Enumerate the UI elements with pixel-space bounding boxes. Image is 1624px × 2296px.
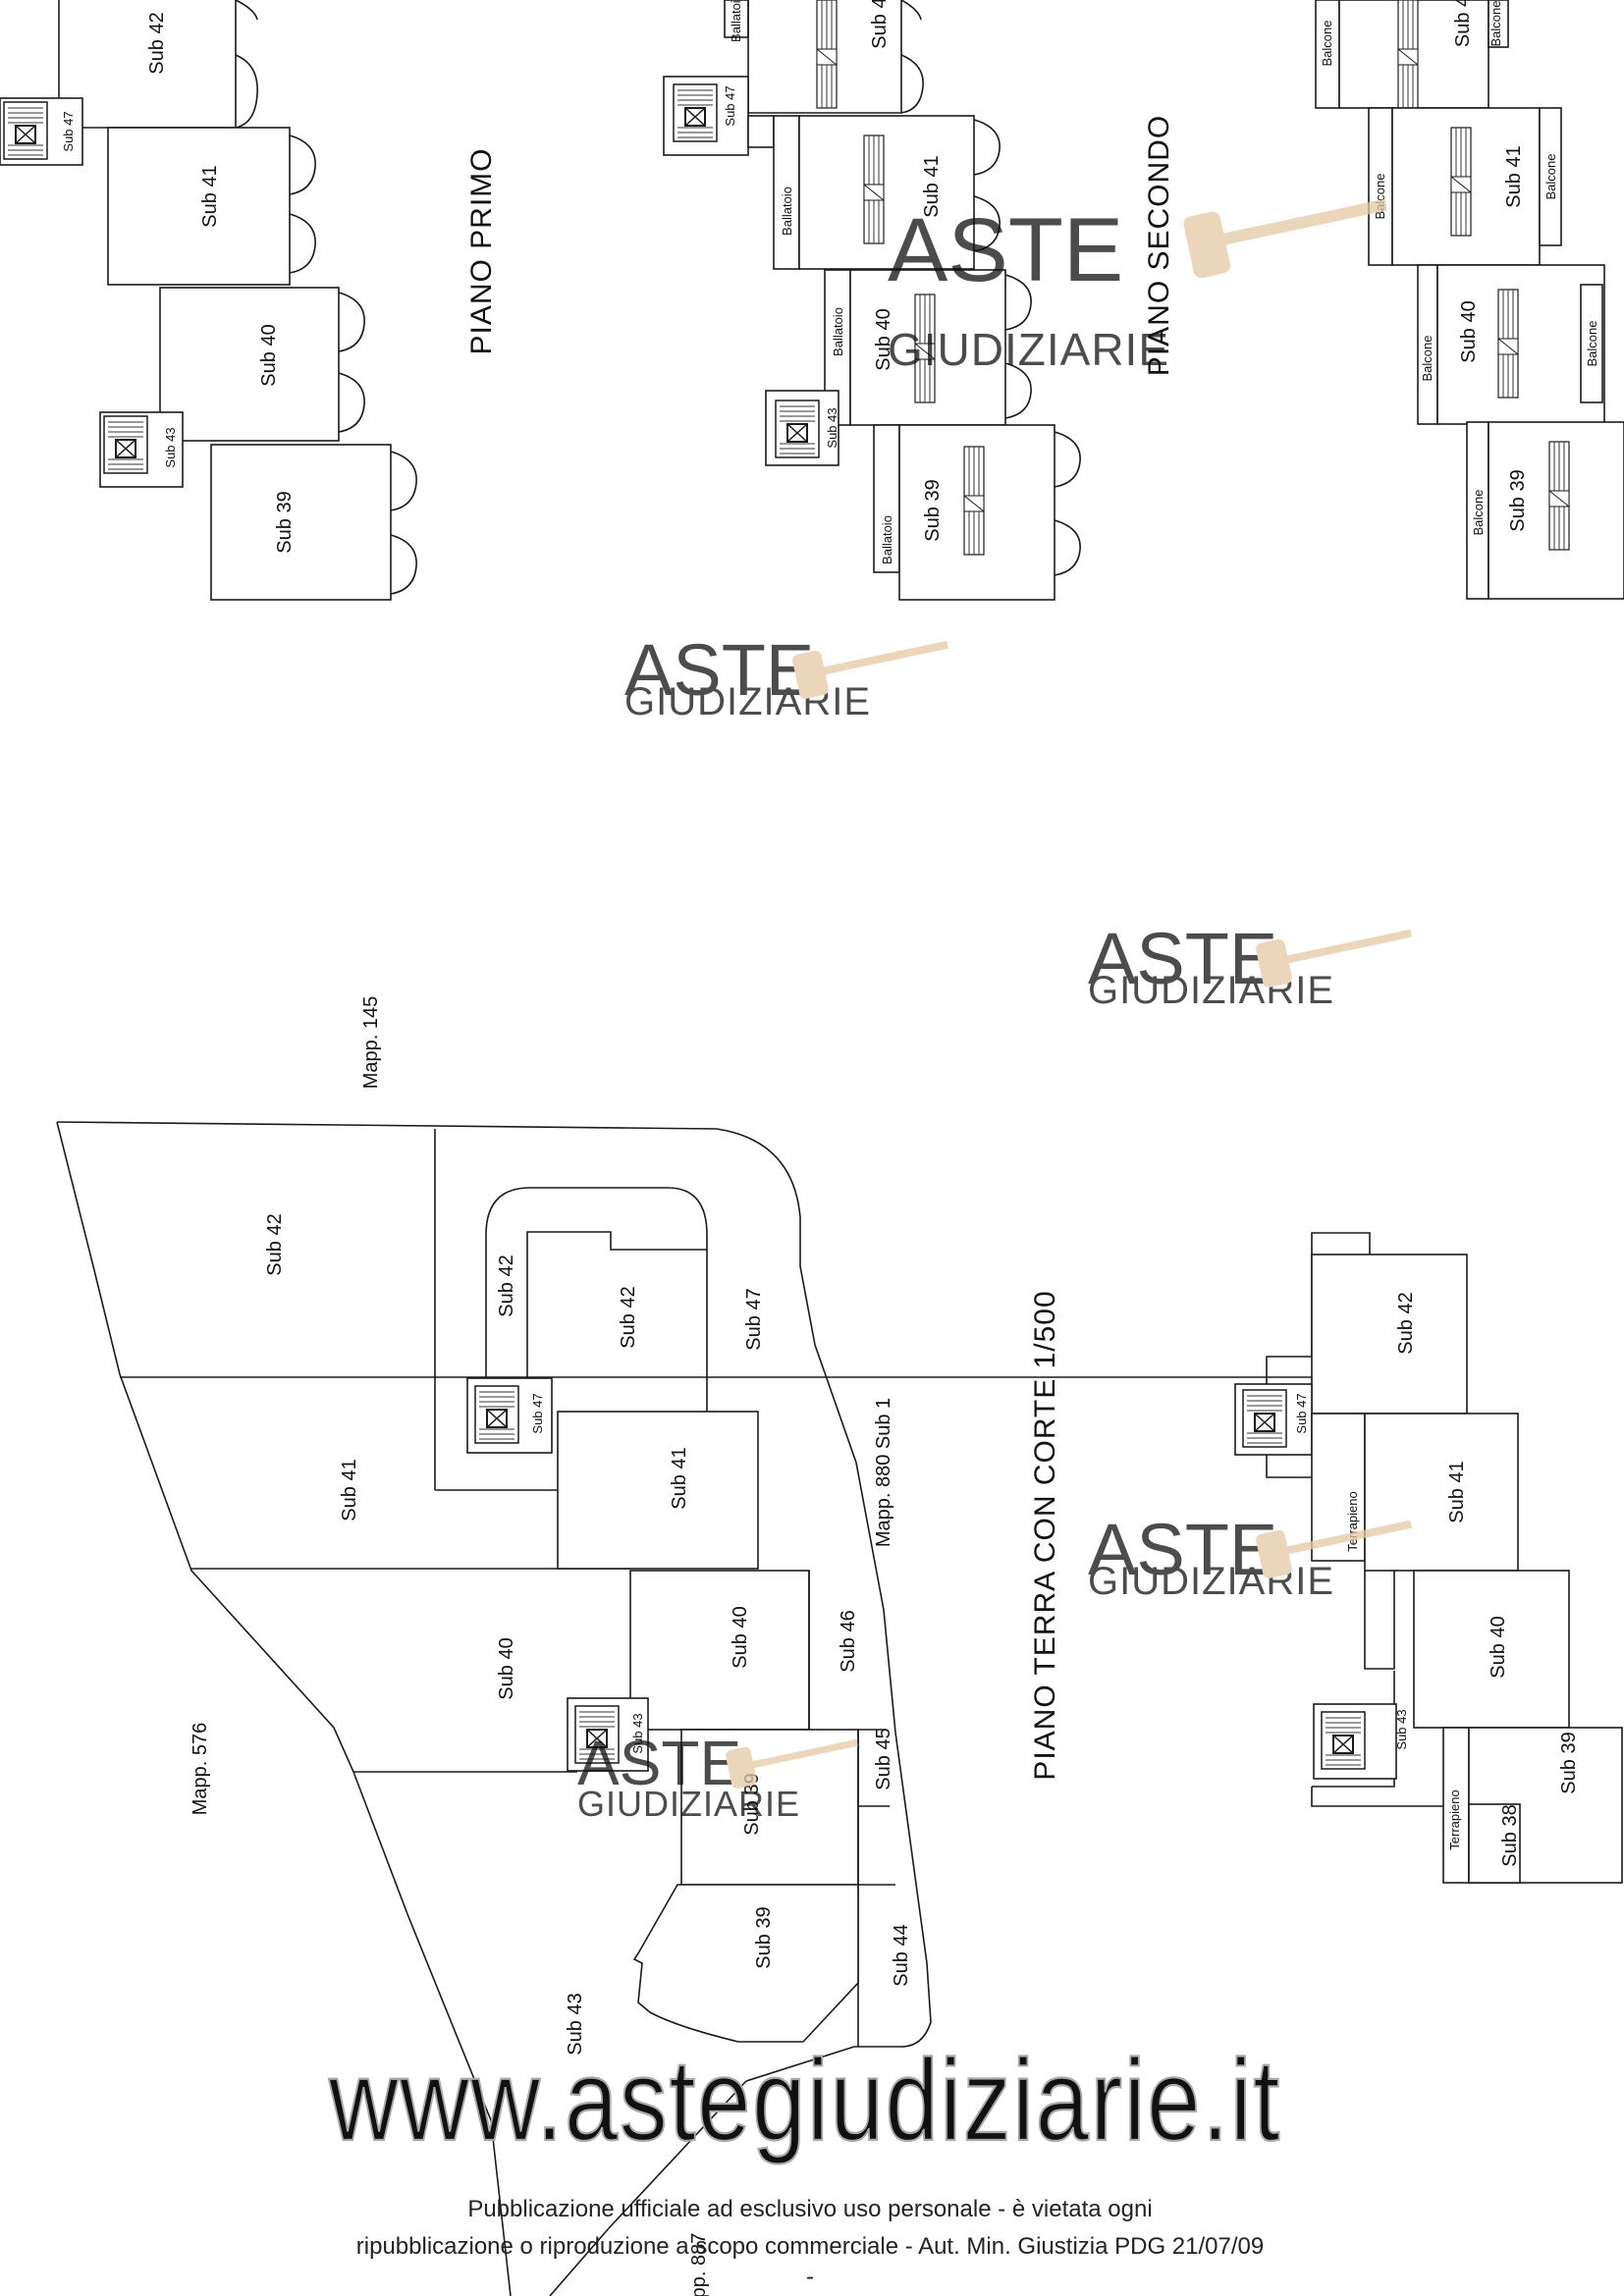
piano-terzo-balcone-label: Balcone [1420,336,1435,382]
court-sub42-label: Sub 42 [264,1213,286,1275]
legal-disclaimer: Pubblicazione ufficiale ad esclusivo uso… [245,2191,1375,2289]
site-sub45-label: Sub 45 [873,1728,894,1789]
piano-terra-sub38-label: Sub 38 [1499,1804,1521,1866]
piano-primo-sub43-stair-label: Sub 43 [163,427,178,467]
piano-secondo-sub41-label: Sub 41 [921,155,943,217]
site-url-watermark: www.astegiudiziarie.it [328,2036,1281,2165]
piano-secondo-sub43-stair-label: Sub 43 [825,407,839,448]
piano-secondo-ballatoio-label: Ballatoio [880,515,894,564]
piano-secondo-ballatoio-label: Ballatoio [831,307,845,356]
piano-terra-sub42-label: Sub 42 [1395,1292,1417,1354]
gavel-icon [1256,929,1412,988]
mapp-880-sub1-label: Mapp. 880 Sub 1 [873,1398,894,1547]
gavel-icon [726,1738,858,1789]
piano-terzo-balcone-label: Balcone [1489,1,1503,47]
piano-secondo-sub42-label: Sub 42 [869,0,891,49]
watermark-logo: ASTE GIUDIZIARIE [888,198,1387,375]
piano-terzo-balcone-label: Balcone [1543,154,1558,200]
piano-terra-sub47-stair-label: Sub 47 [1294,1393,1309,1433]
piano-terzo-balcone-label: Balcone [1320,21,1334,67]
site-sub39-upper-label: Sub 39 [741,1773,763,1835]
piano-terzo-plan: Sub 4 Sub 41 Sub 40 Sub 39 Balcone Balco… [1315,0,1624,600]
piano-primo-sub41-label: Sub 41 [199,165,221,227]
watermark-logo-text: GIUDIZIARIE [888,324,1169,375]
piano-terzo-balcone-label: Balcone [1585,321,1599,367]
site-sub47-stair-label: Sub 47 [530,1393,545,1433]
site-sub46-label: Sub 46 [838,1610,859,1672]
piano-primo-title: PIANO PRIMO [465,147,498,354]
site-sub39-lower-label: Sub 39 [753,1906,775,1968]
watermark-logo-text: ASTE [1088,918,1277,999]
piano-terra-sub43-stair-label: Sub 43 [1394,1709,1409,1749]
piano-terra-title: PIANO TERRA CON CORTE 1/500 [1029,1290,1061,1780]
piano-primo-plan: Sub 42 Sub 41 Sub 40 Sub 39 Sub 47 Sub 4… [0,0,498,601]
gavel-icon [1256,1520,1412,1578]
piano-terzo-balcone-label: Balcone [1471,490,1486,536]
site-plan-with-court: Mapp. 145 Mapp. 576 Mapp. 880 Sub 1 pp. … [56,996,1316,2296]
piano-secondo-sub40-label: Sub 40 [873,308,894,370]
piano-secondo-ballatoio-label: Ballatoio [780,187,794,236]
piano-secondo-sub39-label: Sub 39 [922,479,944,541]
piano-terzo-sub41-label: Sub 41 [1503,145,1525,207]
piano-primo-sub39-label: Sub 39 [274,491,296,553]
piano-terra-terrapieno-label: Terrapieno [1447,1789,1462,1849]
court-sub40-label: Sub 40 [496,1637,517,1699]
site-sub44-label: Sub 44 [891,1924,912,1986]
gavel-icon [1183,198,1387,279]
piano-terra-sub40-label: Sub 40 [1488,1616,1509,1678]
court-sub43-label: Sub 43 [565,1993,586,2055]
watermark-logo-text: GIUDIZIARIE [624,680,871,723]
mapp-145-label: Mapp. 145 [360,996,382,1090]
piano-secondo-ballatoio-label: Ballatoio [729,0,743,42]
watermark-logo-text: ASTE [624,629,814,711]
watermark-logo: ASTE GIUDIZIARIE [1088,918,1412,1012]
site-sub41-label: Sub 41 [669,1447,690,1509]
piano-terzo-sub40-label: Sub 40 [1458,300,1480,362]
watermark-logo-text: ASTE [888,200,1123,300]
piano-terra-sub41-label: Sub 41 [1446,1461,1468,1522]
piano-secondo-sub47-stair-label: Sub 47 [723,85,737,126]
piano-terzo-sub39-label: Sub 39 [1507,469,1529,531]
watermark-logo-text: GIUDIZIARIE [1088,1560,1334,1603]
piano-terra-sub39-label: Sub 39 [1558,1732,1580,1793]
piano-primo-sub42-label: Sub 42 [146,12,168,74]
site-sub40-label: Sub 40 [730,1606,751,1668]
court-sub41-label: Sub 41 [339,1459,360,1521]
piano-terzo-sub4-label: Sub 4 [1452,0,1474,47]
site-sub42-strip-label: Sub 42 [496,1255,517,1316]
site-sub42-label: Sub 42 [618,1286,639,1348]
watermark-logo: ASTE GIUDIZIARIE [577,1728,858,1824]
site-sub43-stair-label: Sub 43 [630,1713,645,1753]
piano-secondo-title: PIANO SECONDO [1143,115,1175,376]
watermark-logo-text: ASTE [577,1728,741,1798]
watermark-logo-text: GIUDIZIARIE [577,1784,800,1824]
disclaimer-mark: - [806,2264,814,2290]
mapp-887-label: pp. 887 [688,2233,710,2296]
piano-terra-terrapieno-label: Terrapieno [1345,1491,1360,1551]
watermark-logo: ASTE GIUDIZIARIE [1088,1509,1412,1603]
piano-secondo-plan: Sub 42 Sub 41 Sub 40 Sub 39 Sub 47 Sub 4… [663,0,1175,601]
gavel-icon [792,640,948,699]
watermark-logo: ASTE GIUDIZIARIE [624,629,948,723]
piano-primo-sub47-stair-label: Sub 47 [61,111,76,151]
mapp-576-label: Mapp. 576 [189,1723,211,1816]
watermark-logo-text: GIUDIZIARIE [1088,969,1334,1012]
site-sub47-label: Sub 47 [743,1288,765,1350]
aste-giudiziarie-watermarks: ASTE GIUDIZIARIE ASTE GIUDIZIARIE ASTE G… [577,198,1412,1824]
piano-primo-sub40-label: Sub 40 [258,324,280,386]
disclaimer-line-2: ripubblicazione o riproduzione a scopo c… [355,2233,1265,2260]
disclaimer-line-1: Pubblicazione ufficiale ad esclusivo uso… [467,2196,1153,2222]
watermark-logo-text: ASTE [1088,1509,1277,1590]
